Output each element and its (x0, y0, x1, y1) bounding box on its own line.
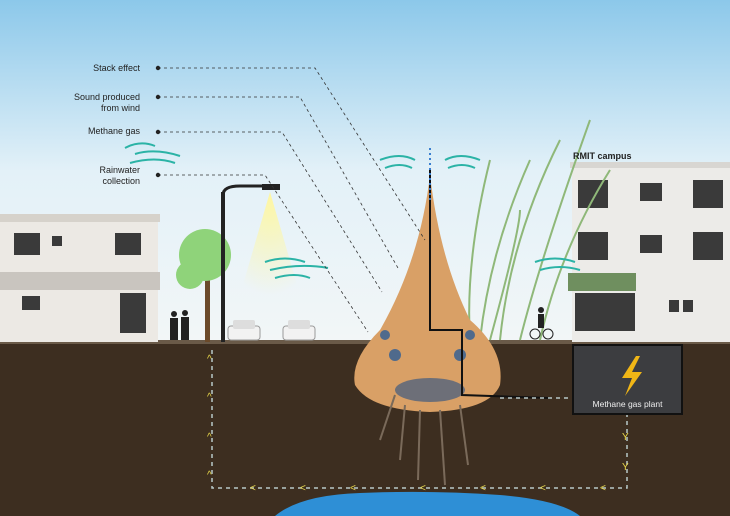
svg-text:^: ^ (207, 392, 212, 403)
flow-arrows: ^ ^ ^ ^ < < < < < < < Y Y (207, 354, 629, 494)
label-stack-effect: Stack effect (93, 63, 140, 73)
plant-label: Methane gas plant (592, 399, 663, 409)
street-lamp (221, 184, 300, 342)
cars (227, 320, 316, 341)
rmit-building (568, 162, 730, 342)
svg-text:<: < (250, 483, 256, 494)
svg-text:Y: Y (622, 462, 629, 473)
label-rain-line2: collection (102, 176, 140, 186)
svg-text:<: < (480, 483, 486, 494)
left-building (0, 214, 160, 342)
wind-icons (124, 142, 581, 279)
cyclist (529, 307, 554, 340)
label-dots (155, 65, 161, 178)
svg-text:^: ^ (207, 470, 212, 481)
gas-pipeline (211, 350, 628, 489)
svg-text:<: < (300, 483, 306, 494)
label-rain-line1: Rainwater (99, 165, 140, 175)
svg-text:<: < (540, 483, 546, 494)
label-sound-line1: Sound produced (73, 92, 140, 102)
water-reservoir (275, 491, 580, 516)
methane-gas-plant (572, 344, 683, 415)
svg-text:^: ^ (207, 432, 212, 443)
campus-label: RMIT campus (573, 151, 632, 161)
label-sound: Sound produced from wind (50, 92, 140, 114)
svg-text:<: < (420, 483, 426, 494)
tree (176, 229, 231, 342)
pedestrians (170, 310, 189, 340)
bamboo (468, 119, 611, 341)
svg-text:^: ^ (207, 354, 212, 365)
lightning-bolt-icon (622, 356, 642, 396)
svg-text:<: < (600, 483, 606, 494)
label-sound-line2: from wind (100, 103, 140, 113)
termite-mound-structure (354, 148, 551, 486)
label-methane-gas: Methane gas (87, 126, 140, 136)
label-leader-lines (158, 67, 426, 333)
svg-text:Y: Y (622, 432, 629, 443)
svg-text:<: < (350, 483, 356, 494)
label-rainwater: Rainwater collection (60, 165, 140, 187)
